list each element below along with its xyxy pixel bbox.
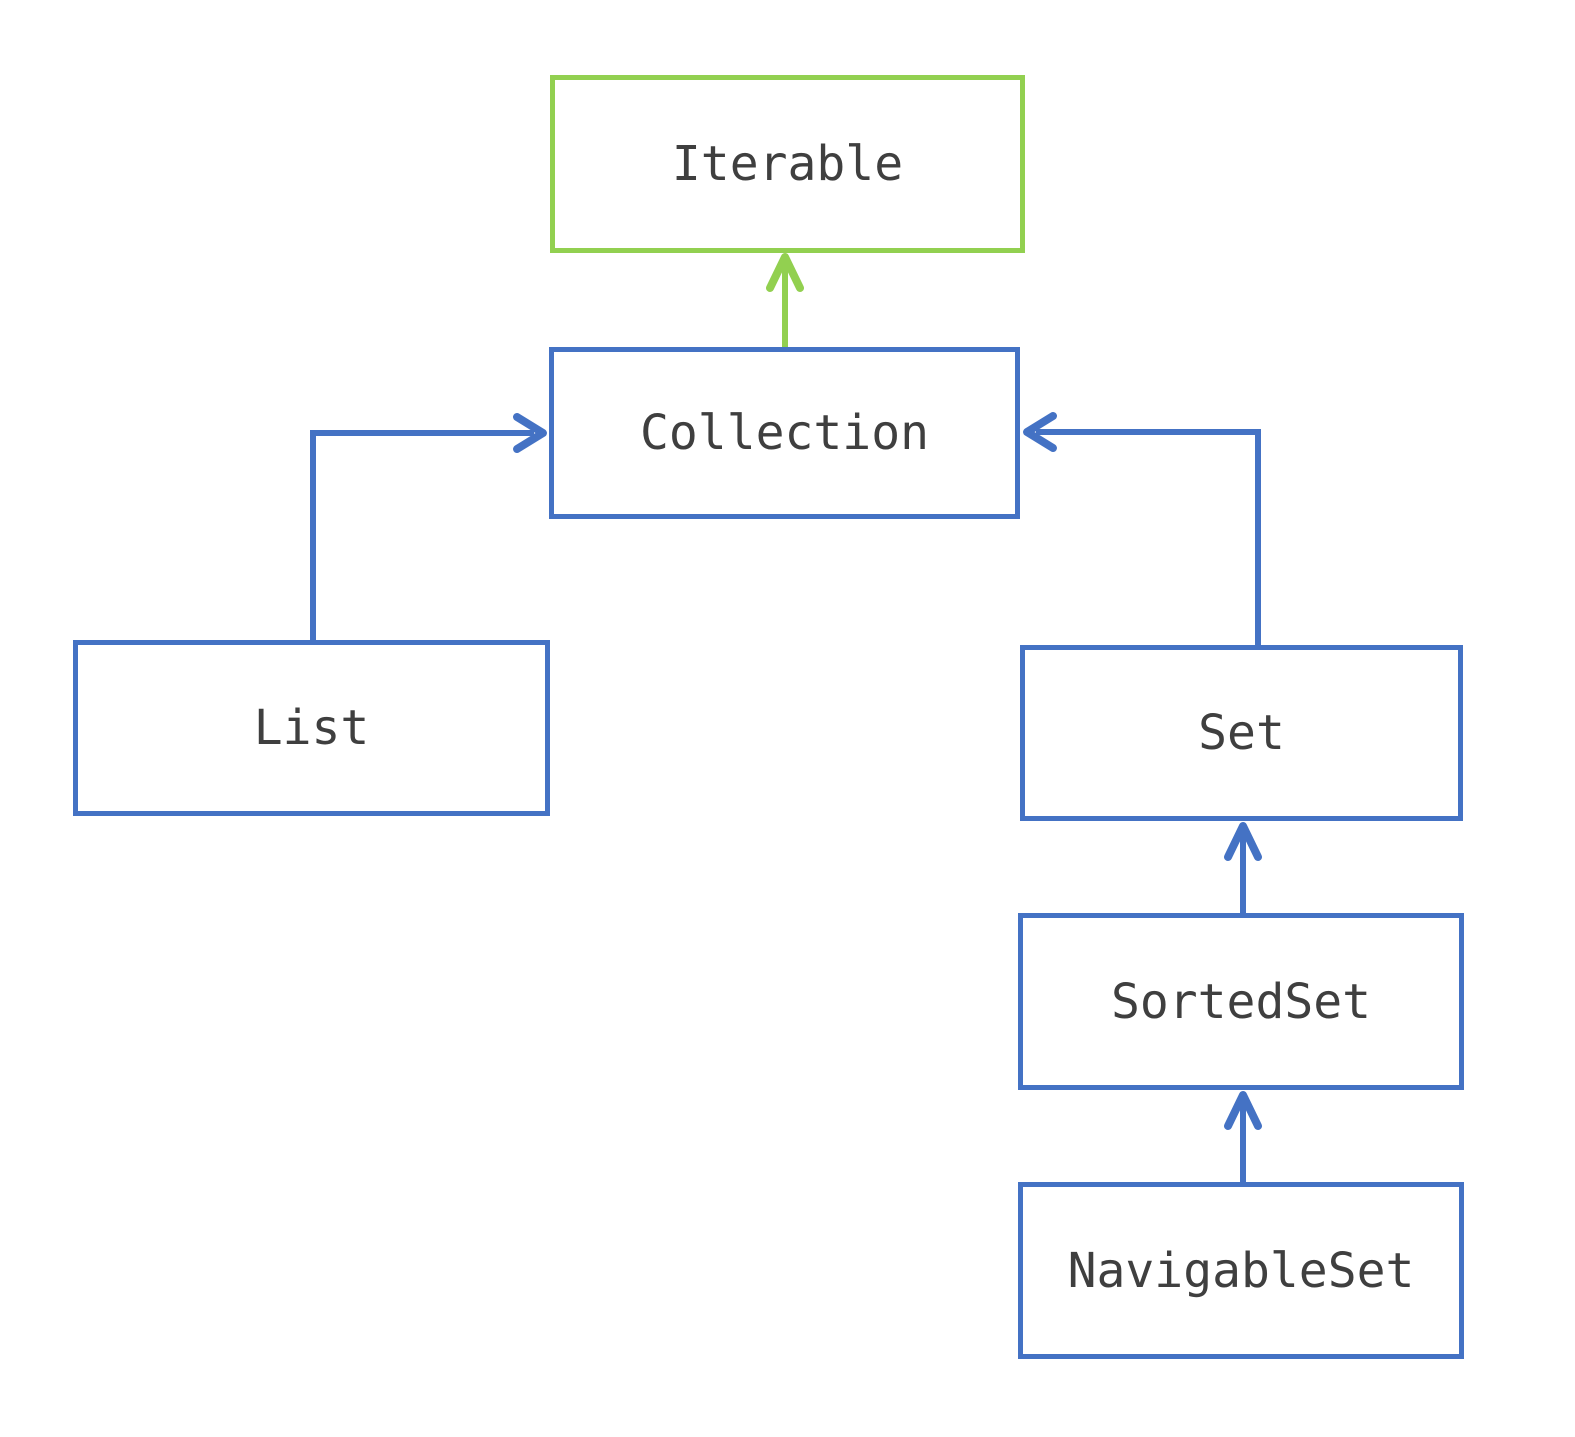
node-list: List (73, 640, 550, 816)
arrow-collection-to-iterable (766, 253, 804, 349)
node-list-label: List (253, 700, 370, 756)
node-set-label: Set (1198, 705, 1285, 761)
arrow-navigableset-to-sortedset (1224, 1091, 1262, 1184)
node-collection-label: Collection (640, 405, 929, 461)
node-navigableset-label: NavigableSet (1067, 1242, 1415, 1299)
node-navigableset: NavigableSet (1018, 1182, 1464, 1359)
node-iterable-label: Iterable (671, 136, 904, 192)
node-sortedset-label: SortedSet (1110, 973, 1372, 1030)
node-collection: Collection (549, 347, 1020, 519)
arrow-sortedset-to-set (1224, 822, 1262, 915)
arrow-set-to-collection (1023, 412, 1261, 647)
node-set: Set (1020, 645, 1463, 821)
node-iterable: Iterable (550, 75, 1025, 253)
node-sortedset: SortedSet (1018, 913, 1464, 1090)
arrow-list-to-collection (310, 413, 547, 642)
